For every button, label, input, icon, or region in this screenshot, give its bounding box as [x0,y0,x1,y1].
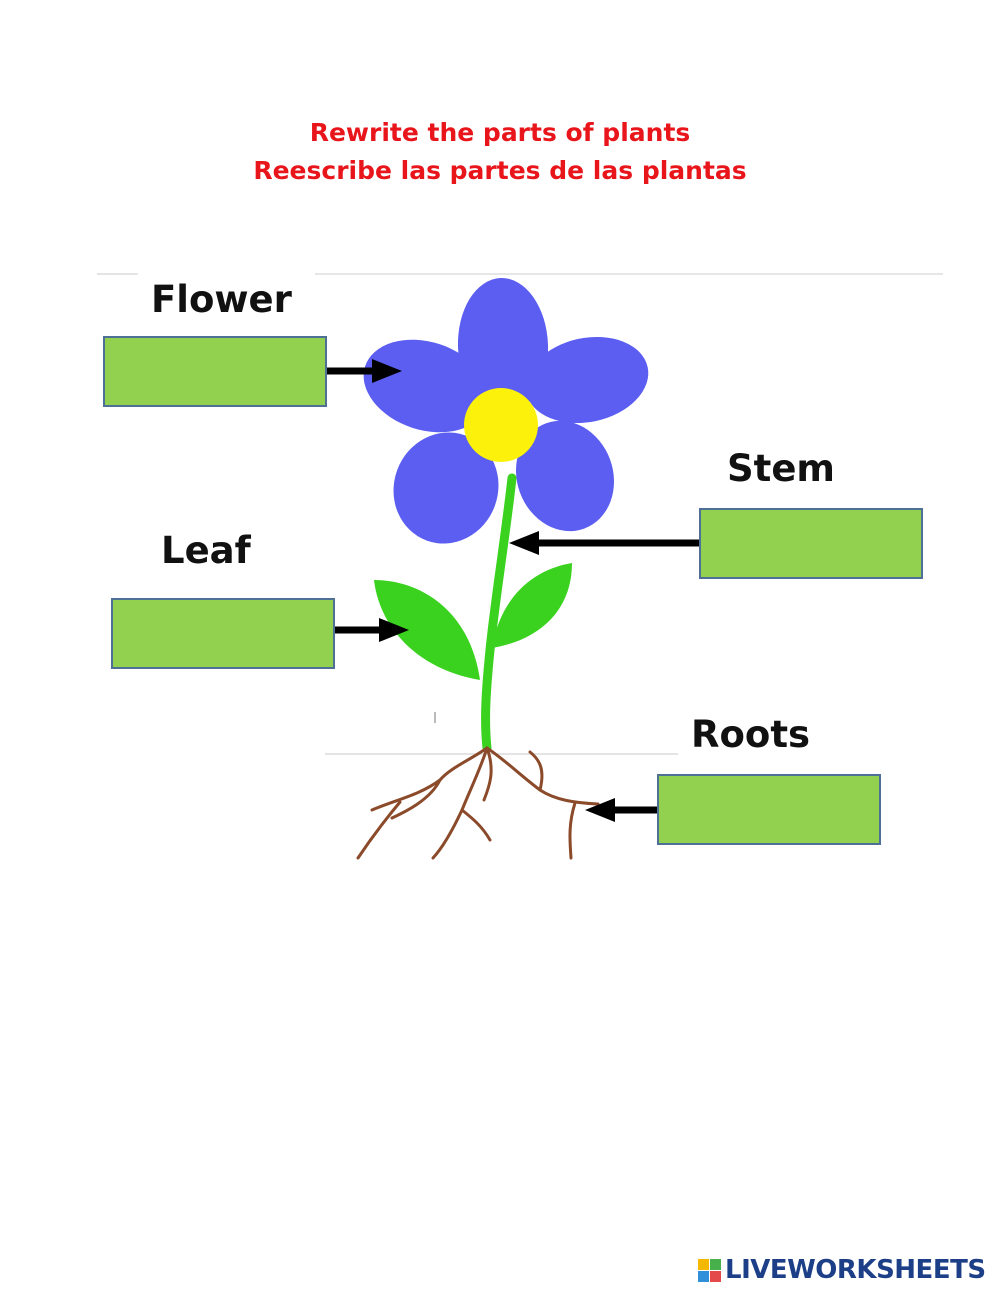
answer-input-stem[interactable] [701,510,921,577]
label-roots: Roots [691,713,811,756]
answer-input-leaf[interactable] [113,600,333,667]
answer-input-roots[interactable] [659,776,879,843]
arrow-leaf [334,618,409,642]
petal-bottom-left [393,432,499,544]
petal-bottom-right [515,420,615,532]
answer-box-flower[interactable] [103,336,327,407]
arrow-flower [327,359,402,383]
plant-roots [356,746,600,860]
arrow-stem [509,531,700,555]
arrow-roots [585,798,658,822]
label-stem: Stem [727,447,835,490]
left-leaf [374,580,480,680]
answer-box-roots[interactable] [657,774,881,845]
label-leaf: Leaf [161,529,251,572]
plant-stem [481,473,517,753]
logo-text: LIVEWORKSHEETS [725,1255,986,1285]
petal-right [525,336,649,424]
right-leaf [492,563,572,648]
flower-petals [363,278,649,544]
answer-box-leaf[interactable] [111,598,335,669]
liveworksheets-logo[interactable]: LIVEWORKSHEETS [698,1253,986,1287]
answer-input-flower[interactable] [105,338,325,405]
worksheet-title-spanish: Reescribe las partes de las plantas [253,156,747,185]
flower-center [464,388,538,462]
answer-box-stem[interactable] [699,508,923,579]
worksheet-title-english: Rewrite the parts of plants [309,118,691,147]
logo-blocks-icon [698,1258,721,1282]
label-flower: Flower [151,278,292,321]
petal-left [363,339,489,433]
